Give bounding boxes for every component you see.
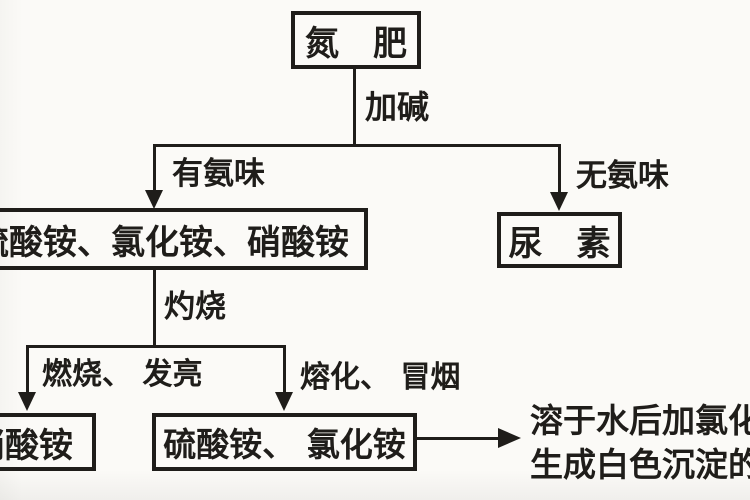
connector-branch-horizontal [153,144,561,147]
arrow-down-icon [145,190,163,209]
flow-node-nitrogen-fertilizer: 氮 肥 [291,11,421,69]
connector-ignite-down [153,268,156,347]
arrow-down-icon [18,392,36,411]
flow-node-urea: 尿 素 [497,212,622,268]
connector-right-branch [558,144,561,194]
node-label: 尿 素 [508,223,611,264]
flow-node-sulfate-chloride: 硫酸铵、 氯化铵 [152,413,417,471]
edge-label-has-ammonia: 有氨味 [172,156,265,192]
connector-root-down [353,67,356,146]
result-note-line2: 生成白色沉淀的 [530,445,750,484]
result-note: 溶于水后加氯化 生成白色沉淀的 [530,399,750,487]
arrow-down-icon [275,392,293,411]
edge-label-melts-smokes: 熔化、 冒烟 [300,360,461,395]
connector-left-branch [153,144,156,194]
result-note-line1: 溶于水后加氯化 [530,401,750,440]
connector-melt-branch [283,345,286,396]
node-label: 硫酸铵、氯化铵、硝酸铵 [0,222,349,263]
flow-node-ammonium-salts: 硫酸铵、氯化铵、硝酸铵 [0,208,368,270]
arrow-down-icon [550,192,568,211]
node-label: 硫酸铵、 氯化铵 [163,425,406,464]
node-label: 硝酸铵 [0,425,73,466]
edge-label-ignite: 灼烧 [164,289,226,325]
edge-label-no-ammonia: 无氨味 [576,158,669,194]
node-label: 氮 肥 [305,23,407,64]
connector-burn-branch [26,345,29,396]
edge-label-burns-glows: 燃烧、 发亮 [42,357,203,392]
arrow-right-icon [498,428,521,448]
connector-branch2-horizontal [26,345,286,348]
edge-label-add-alkali: 加碱 [365,88,430,126]
flow-node-ammonium-nitrate: 硝酸铵 [0,413,96,471]
connector-result [417,437,501,440]
